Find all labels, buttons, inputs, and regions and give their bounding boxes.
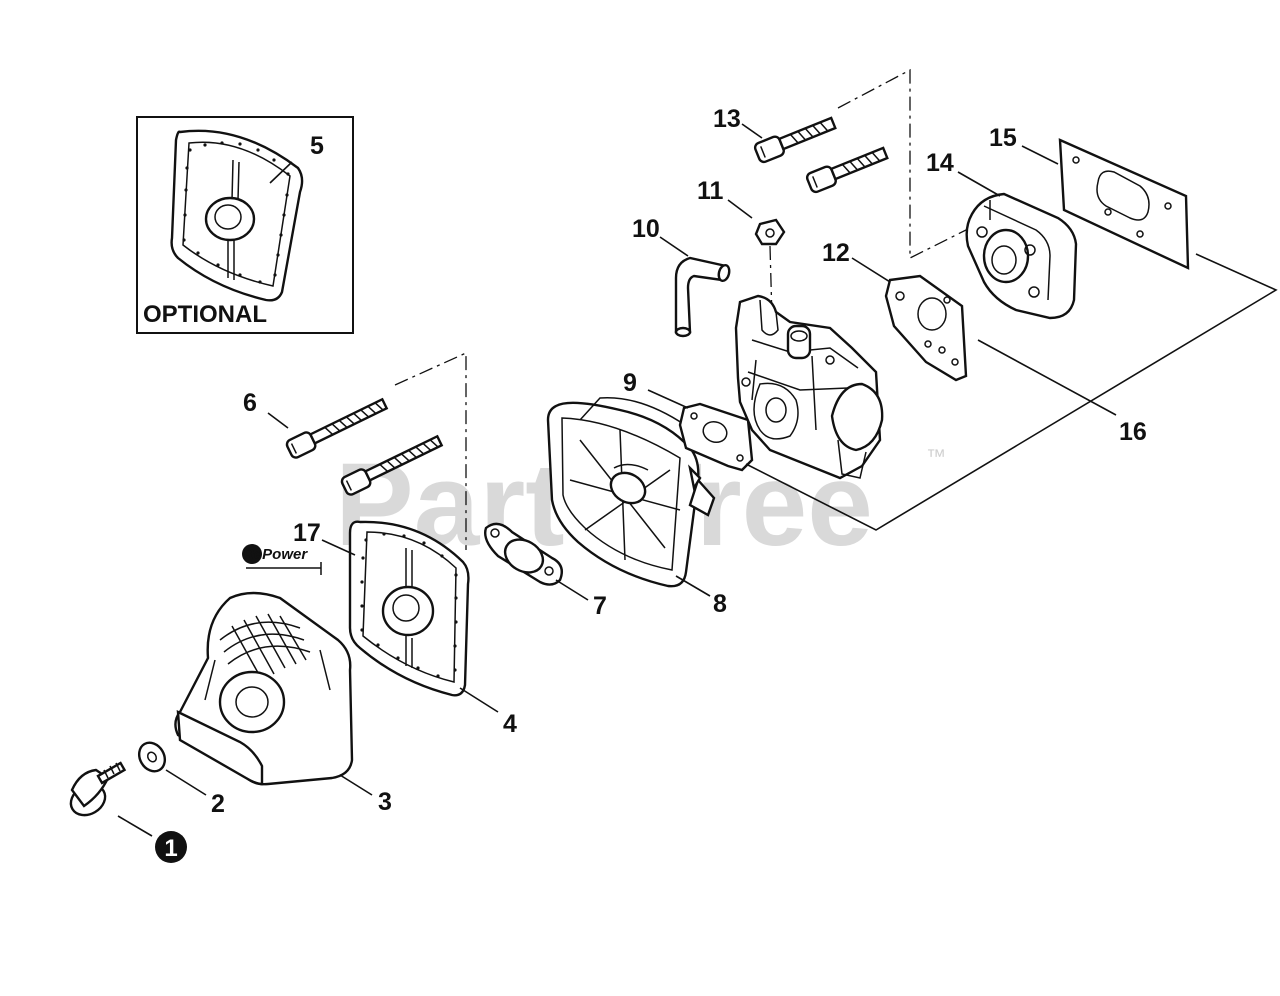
- callout-4[interactable]: 4: [503, 710, 517, 738]
- svg-text:RePower: RePower: [243, 546, 308, 563]
- callout-15[interactable]: 15: [989, 124, 1017, 152]
- assembly-bracket-16: [745, 253, 1278, 531]
- leader-line-12: [851, 257, 891, 283]
- leader-line-2: [165, 769, 207, 796]
- part-11-nut[interactable]: [754, 218, 786, 246]
- leader-line-11: [727, 199, 753, 219]
- leader-line-7: [555, 579, 589, 601]
- leader-line-15: [1021, 145, 1059, 165]
- callout-12[interactable]: 12: [822, 239, 850, 267]
- repower-badge: RePower: [242, 544, 322, 575]
- leader-line-10: [659, 236, 689, 257]
- callout-17[interactable]: 17: [293, 519, 321, 547]
- part-8-air-cleaner-case[interactable]: [546, 396, 716, 588]
- callout-11[interactable]: 11: [697, 177, 724, 205]
- callout-9[interactable]: 9: [623, 369, 637, 397]
- part-3-air-cleaner-cover[interactable]: [174, 591, 354, 786]
- callout-3[interactable]: 3: [378, 788, 392, 816]
- callout-14[interactable]: 14: [926, 149, 954, 177]
- part-1-knob[interactable]: [65, 761, 127, 821]
- part-12-gasket[interactable]: [884, 274, 968, 382]
- callout-5[interactable]: 5: [310, 132, 324, 160]
- leader-line-9: [647, 389, 689, 409]
- carburetor[interactable]: [734, 294, 884, 480]
- leader-line-14: [957, 171, 1001, 197]
- trademark-symbol: ™: [926, 446, 946, 468]
- leader-line-3: [339, 774, 373, 796]
- part-13-bolts[interactable]: [753, 114, 890, 194]
- callout-8[interactable]: 8: [713, 590, 727, 618]
- part-10-hose[interactable]: [674, 256, 731, 338]
- callout-6[interactable]: 6: [243, 389, 257, 417]
- part-9-gasket[interactable]: [678, 402, 754, 472]
- part-2-washer[interactable]: [134, 738, 170, 776]
- callout-13[interactable]: 13: [713, 105, 741, 133]
- assembly-line-6: [394, 351, 467, 550]
- callout-1: 1: [164, 835, 177, 862]
- leader-line-16: [977, 339, 1117, 416]
- part-15-gasket[interactable]: [1058, 138, 1190, 270]
- assembly-line-13: [837, 68, 971, 260]
- leader-line-4: [459, 687, 499, 713]
- leader-line-1: [117, 815, 153, 837]
- optional-label: OPTIONAL: [143, 301, 267, 328]
- part-14-insulator[interactable]: [965, 192, 1078, 320]
- part-6-bolts[interactable]: [285, 396, 444, 497]
- part-4-air-filter-element[interactable]: [348, 520, 470, 697]
- callout-10[interactable]: 10: [632, 215, 660, 243]
- part-7-plate[interactable]: [484, 522, 563, 586]
- leader-line-17: [321, 539, 356, 556]
- leader-line-13: [741, 123, 763, 139]
- callout-16[interactable]: 16: [1119, 418, 1147, 446]
- callout-1-badge[interactable]: 1: [155, 831, 187, 863]
- part-5-air-filter-element[interactable]: [170, 129, 304, 302]
- callout-2[interactable]: 2: [211, 790, 225, 818]
- leader-line-5: [269, 161, 293, 184]
- leader-line-8: [675, 575, 711, 597]
- leader-line-6: [267, 412, 289, 429]
- optional-box: OPTIONAL: [136, 116, 354, 334]
- callout-7[interactable]: 7: [593, 592, 607, 620]
